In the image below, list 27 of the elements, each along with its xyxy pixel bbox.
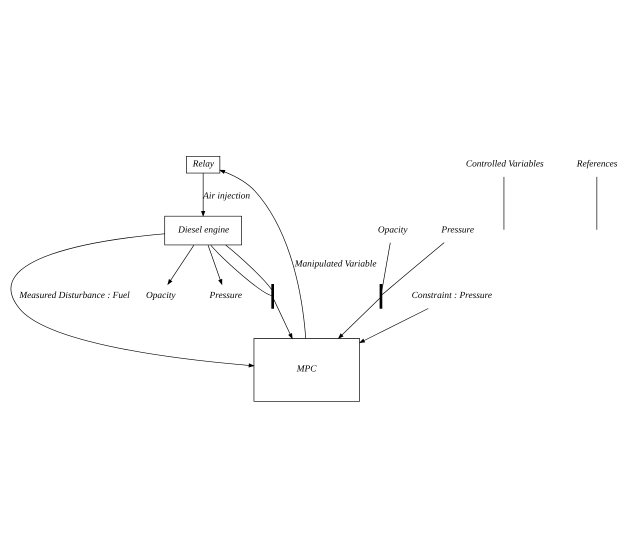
arrow <box>273 299 293 340</box>
connector <box>382 242 444 295</box>
connector <box>382 242 391 290</box>
connector <box>210 244 272 296</box>
node-bar <box>380 284 382 309</box>
node-box: Relay <box>186 156 220 174</box>
node-box: MPC <box>254 338 360 402</box>
connector <box>596 176 598 230</box>
node-text: Controlled Variables <box>466 160 544 170</box>
edge-label: Measured Disturbance : Fuel <box>19 291 130 302</box>
node-bar <box>271 284 274 309</box>
arrow <box>219 170 306 339</box>
arrow <box>208 244 222 286</box>
node-text: Pressure <box>210 291 242 302</box>
node-text: References <box>576 160 618 170</box>
connector <box>225 244 272 290</box>
edge-label: Manipulated Variable <box>294 259 376 270</box>
node-text: Pressure <box>441 225 474 236</box>
arrow <box>10 233 255 368</box>
node-box: Diesel engine <box>164 216 242 246</box>
arrow <box>201 172 206 218</box>
arrow <box>338 298 380 340</box>
node-text: Opacity <box>146 291 176 302</box>
node-text: Opacity <box>378 225 408 236</box>
node-text: Constraint : Pressure <box>412 291 492 302</box>
arrow <box>358 308 429 344</box>
arrow <box>167 244 194 286</box>
